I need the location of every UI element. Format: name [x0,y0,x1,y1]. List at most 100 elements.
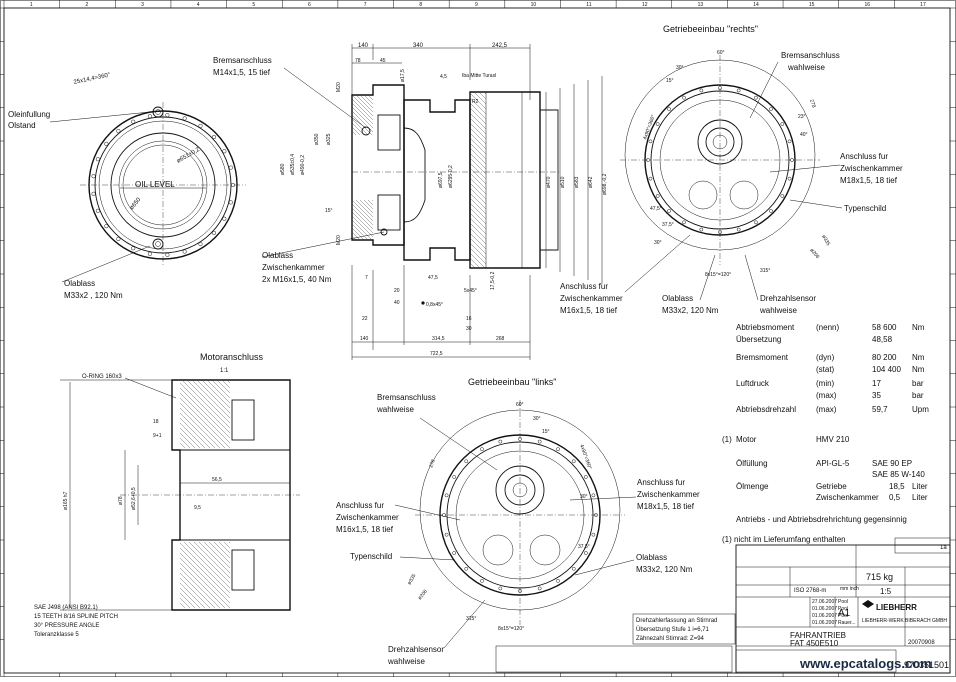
bolt-hole [736,88,741,93]
dim-d580: ø580 [280,163,286,175]
rv-dim-23: 23° [798,114,806,120]
lv-drain-label: Olablass [636,553,667,562]
bolt-hole [648,176,653,181]
motor-label: Motor [736,435,757,444]
rv-brake-label: Bremsanschluss [781,51,840,60]
motor-dim-d526: ø52,6+0,5 [131,487,137,510]
spec-label: Luftdruck [736,379,770,388]
dim-d698: ø698,-0,2 [602,173,608,195]
dim-top-140: 140 [358,43,369,49]
oil-gear-unit: Liter [912,482,928,491]
grid-col-label: 7 [364,2,367,8]
tb-name: Pool [838,606,848,612]
bolt-hole [104,224,109,229]
bolt-hole [591,532,596,537]
dim-d642: ø642 [588,176,594,188]
dim-7: 7 [365,275,368,281]
bolt-hole [699,88,704,93]
grid-col-label: 8 [419,2,422,8]
dim-d350: ø350 [314,133,320,145]
bolt-hole [228,165,233,170]
dim-16: 16 [466,316,472,322]
rv-brake-option: wahlweise [787,63,825,72]
lv-port-right-label2: Zwischenkammer [637,490,700,499]
section-brake-label: Bremsanschluss [213,56,272,65]
rv-port-label2: Zwischenkammer [840,164,903,173]
rv-dim-30: 30° [676,65,684,71]
dim-d325: ø325 [326,133,332,145]
dim-45b: 4,5 [440,74,447,80]
lv-dim-60: 60° [516,402,524,408]
front-view: OIL LEVEL 25x14,4=360° ø651±0,2 ø650 Ole… [8,72,246,300]
dim-r2: R2 [472,99,479,105]
motor-view-title: Motoranschluss [200,352,264,362]
spec-value: 104 400 [872,365,901,374]
bolt-hole [498,439,503,444]
bolt-hole [198,123,203,128]
dim-d470: ø470 [546,176,552,188]
grid-col-label: 6 [308,2,311,8]
front-bolt-holes [91,113,236,257]
rv-port-left-label2: Zwischenkammer [560,294,623,303]
lv-speed-sensor: Drehzahlsensor [388,645,444,654]
oil-grade-2: SAE 85 W-140 [872,470,925,479]
tb-title-1: FAHRANTRIEB [790,631,846,640]
tb-norm: ISO 2768-m [794,588,826,594]
dim-bot-140: 140 [360,336,369,342]
tb-weight: 715 kg [866,572,893,582]
grid-col-label: 12 [642,2,648,8]
dim-top-2425: 242,5 [492,43,508,49]
section-view: 140 340 242,5 78 45 4,5 R2 Iba Mitte Tur… [213,43,608,360]
rv-dim-278: 278 [808,99,817,109]
bolt-hole [571,459,576,464]
rv-dim-d206: ø206 [808,247,820,260]
rv-dim-475: 47,5° [650,206,662,212]
dim-d535: ø535±0,4 [290,154,296,175]
dim-d510: ø510 [560,176,566,188]
lv-dim-d335: ø335 [407,573,418,586]
bolt-hole [452,551,457,555]
tb-release-2: Übersetzung Stufe 1 i=6,71 [636,626,710,633]
spec-unit: Nm [912,323,925,332]
bolt-hole [116,129,121,134]
lv-port-left-label2: Zwischenkammer [336,513,399,522]
spec-qualifier: (stat) [816,365,835,374]
oil-level-check-label: Olstand [8,121,36,130]
tb-date: 01.06.2007 [812,613,837,619]
bolt-hole [95,208,100,213]
mid-turasl-label: Iba Mitte Turasl [462,73,496,79]
tb-index: 1a [940,545,947,551]
bolt-hole [95,157,100,162]
bolt-hole [655,122,660,126]
left-view-title: Getriebeeinbau "links" [468,377,556,387]
lv-speed-option: wahlweise [387,657,425,666]
grid-col-label: 15 [809,2,815,8]
dim-5x45: 5x45° [464,288,477,294]
spline-line-3: 30° PRESSURE ANGLE [34,623,99,629]
motor-connection-view: Motoranschluss 1:1 ø165 h7 ø78 ø52,6+0,5… [34,352,300,638]
oil-chamber-unit: Liter [912,493,928,502]
rv-dim-40: 40° [800,132,808,138]
rv-dim-15: 15° [666,78,674,84]
oil-gear-val: 18,5 [889,482,905,491]
dim-d583: ø583 [574,176,580,188]
oil-chamber-val: 0,5 [889,493,901,502]
lv-dim-8x15: 8x15°=120° [498,626,524,632]
bolt-hole [480,578,484,583]
spec-unit: bar [912,391,924,400]
dim-08x45: 0,8x45° [426,302,443,308]
lv-port-right-spec: M18x1,5, 18 tief [637,502,695,511]
motor-value: HMV 210 [816,435,850,444]
bolt-hole [787,139,792,144]
rv-type-plate: Typenschild [844,204,886,213]
grid-col-label: 17 [920,2,926,8]
tb-unit: mm inch [840,586,859,592]
dim-d6295: ø6295-0,2 [448,165,454,188]
front-drain-label: Olablass [64,279,95,288]
grid-col-label: 14 [753,2,759,8]
bolt-hole [498,586,503,591]
grid-col-label: 1 [30,2,33,8]
rv-dim-315: 315° [760,268,770,274]
bolt-hole [147,251,152,256]
front-drain-spec: M33x2 , 120 Nm [64,291,123,300]
